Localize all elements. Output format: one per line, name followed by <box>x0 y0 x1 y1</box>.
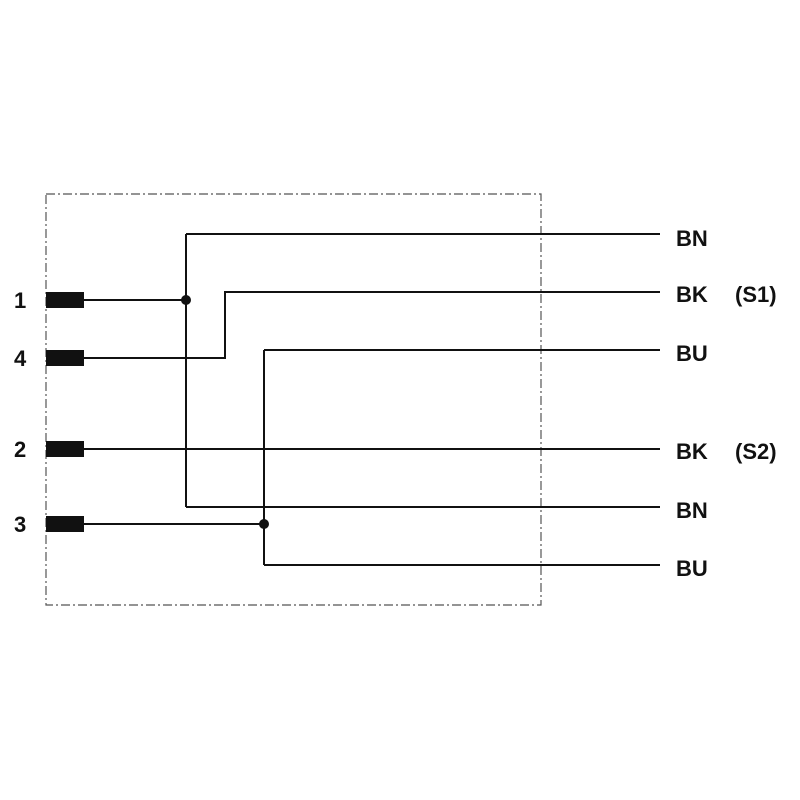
pin-4-connector <box>46 350 84 366</box>
output-label-bu-1: BU <box>676 341 708 366</box>
output-label-bn-1: BN <box>676 226 708 251</box>
output-label-bu-2: BU <box>676 556 708 581</box>
pin-2-connector <box>46 441 84 457</box>
pin-3-connector <box>46 516 84 532</box>
pin-2-label: 2 <box>14 437 26 462</box>
wire-pin4-bk-s1 <box>84 291 660 359</box>
pin-3-label: 3 <box>14 512 26 537</box>
output-signal-s2: (S2) <box>735 439 777 464</box>
output-label-bn-2: BN <box>676 498 708 523</box>
output-label-bk-1: BK <box>676 282 708 307</box>
output-label-bk-2: BK <box>676 439 708 464</box>
junction-bu <box>259 519 269 529</box>
pin-4-label: 4 <box>14 346 27 371</box>
pin-1-label: 1 <box>14 288 26 313</box>
enclosure-frame <box>45 193 542 606</box>
pin-1-connector <box>46 292 84 308</box>
junction-bn <box>181 295 191 305</box>
output-signal-s1: (S1) <box>735 282 777 307</box>
